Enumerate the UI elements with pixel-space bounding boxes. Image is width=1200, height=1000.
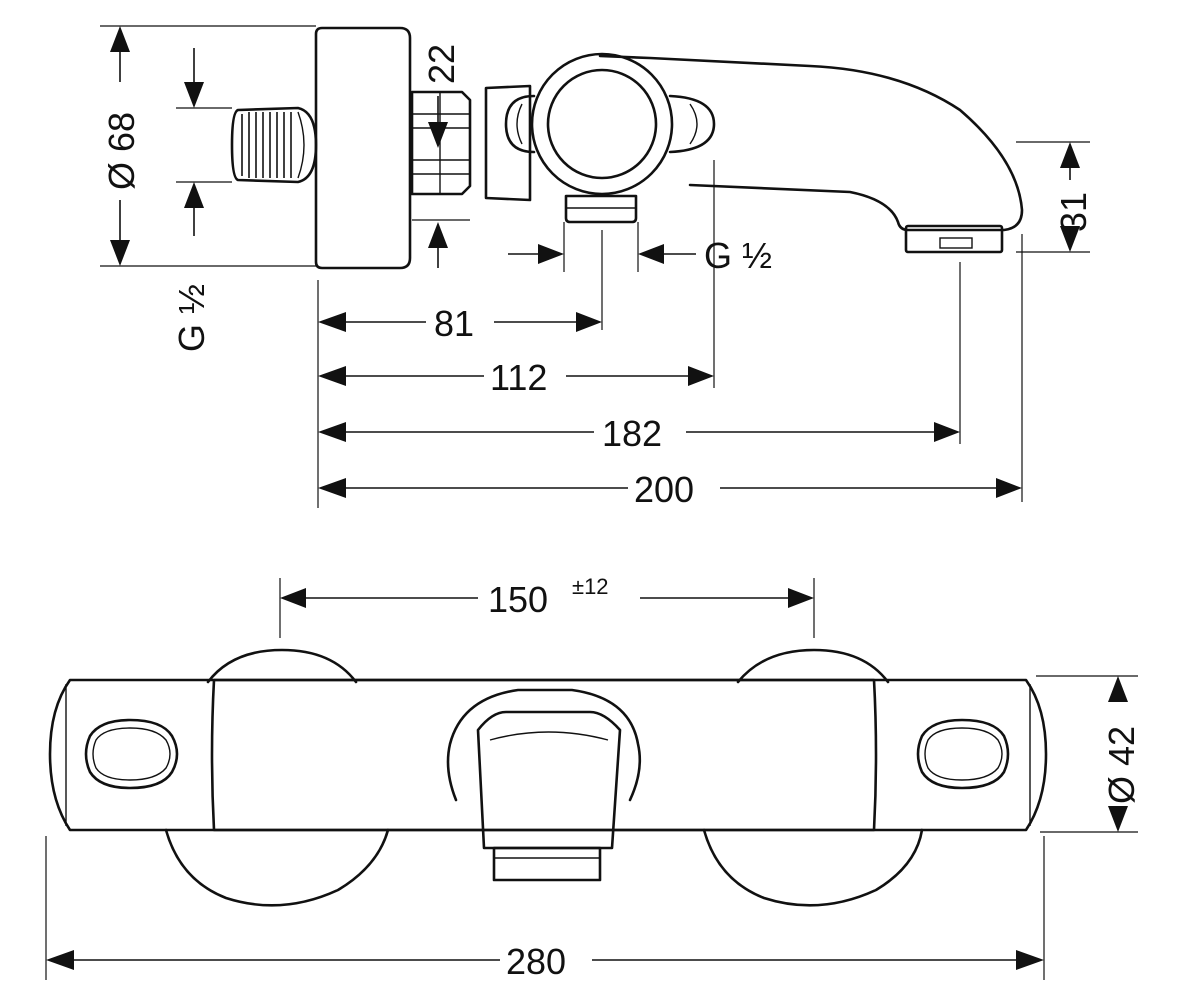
label-112: 112 — [490, 357, 547, 398]
dim-diameter-68: Ø 68 — [100, 25, 316, 267]
dim-182: 182 — [318, 413, 960, 454]
label-81: 81 — [434, 303, 474, 344]
hex-nut — [410, 90, 472, 196]
label-150-tolerance: ±12 — [572, 574, 609, 599]
label-diameter-68: Ø 68 — [101, 112, 142, 190]
dim-280: 280 — [45, 836, 1045, 982]
spout-front — [446, 688, 642, 882]
dim-22: 22 — [412, 44, 470, 268]
dim-thread-outlet: G ½ — [508, 222, 772, 276]
handle-grip-right — [916, 718, 1010, 790]
handle-grip-left — [84, 718, 179, 790]
label-200: 200 — [634, 469, 694, 510]
label-thread-inlet: G ½ — [171, 284, 212, 352]
knurled-connector — [230, 106, 318, 184]
spout-front-outlet — [492, 846, 602, 882]
outlet-nozzle — [564, 194, 638, 224]
handle-ring-inner — [546, 68, 658, 180]
label-182: 182 — [602, 413, 662, 454]
dim-diameter-42: Ø 42 — [1036, 675, 1142, 833]
mixer-bar — [48, 678, 1048, 832]
front-view: 150 ±12 Ø 42 280 — [45, 574, 1142, 982]
dim-31: 31 — [1016, 141, 1094, 253]
label-22: 22 — [421, 44, 462, 84]
label-diameter-42: Ø 42 — [1101, 726, 1142, 804]
spout-outlet — [904, 224, 1004, 254]
label-31: 31 — [1053, 192, 1094, 232]
dim-81: 81 — [318, 303, 602, 344]
handle-ring-outer — [530, 52, 674, 196]
escutcheon-left — [206, 648, 358, 684]
dim-150: 150 ±12 — [279, 574, 815, 638]
label-thread-outlet: G ½ — [704, 235, 772, 276]
central-body — [210, 678, 878, 832]
dim-200: 200 — [318, 469, 1022, 510]
wall-escutcheon — [314, 26, 412, 270]
label-150: 150 — [488, 579, 548, 620]
side-view: Ø 68 G ½ 22 G ½ — [100, 25, 1094, 510]
dim-thread-inlet: G ½ — [171, 48, 232, 352]
dim-112: 112 — [318, 357, 714, 398]
label-280: 280 — [506, 941, 566, 982]
escutcheon-right — [736, 648, 890, 684]
mixer-body-side — [484, 52, 1024, 254]
